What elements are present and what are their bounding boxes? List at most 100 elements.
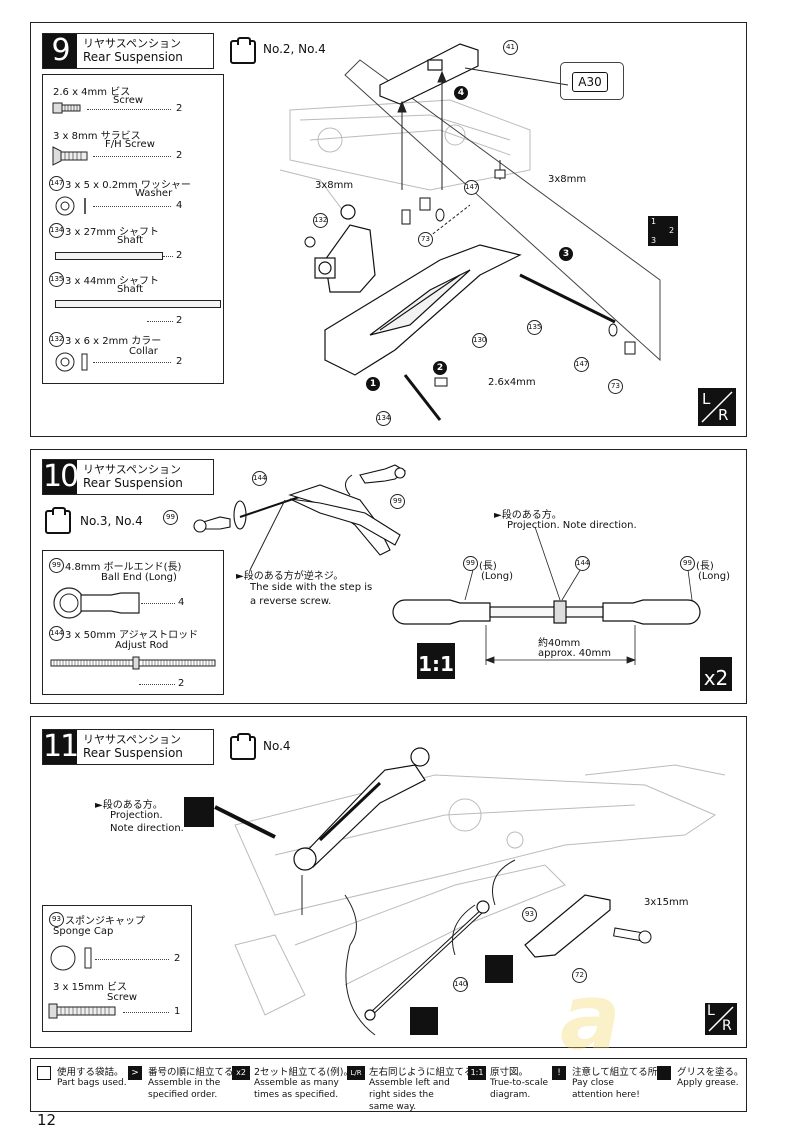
bag-label: No.4 bbox=[263, 739, 291, 753]
screw-label: 3x15mm bbox=[644, 897, 689, 908]
long-label-jp: (長) bbox=[696, 561, 714, 572]
part-id-badge: 99 bbox=[49, 558, 64, 573]
legend-jp: 番号の順に組立てる。 bbox=[148, 1067, 244, 1078]
scale-badge: 1:1 bbox=[418, 652, 454, 676]
legend-en: True-to-scale diagram. bbox=[490, 1078, 549, 1100]
lr-icon: L/R bbox=[347, 1066, 365, 1080]
part-name-en: Shaft bbox=[117, 284, 144, 295]
callout-132: 132 bbox=[313, 213, 328, 228]
part-qty: 2 bbox=[176, 103, 183, 114]
part-name-jp: 3 x 44mm シャフト bbox=[65, 276, 160, 287]
long-label-en: (Long) bbox=[481, 571, 514, 582]
leader-dots bbox=[93, 206, 171, 207]
step-number: 10 bbox=[43, 459, 79, 494]
lr-icon-r: R bbox=[718, 406, 729, 424]
dimension-en: approx. 40mm bbox=[538, 648, 612, 659]
part-name-jp: 4.8mm ボールエンド(長) bbox=[65, 562, 182, 573]
legend-jp: グリスを塗る。 bbox=[677, 1067, 744, 1078]
parts-list: 2.6 x 4mm ビス Screw 2 3 x 8mm サラビス F/H Sc… bbox=[42, 74, 224, 384]
part-name-jp: 3 x 15mm ビス bbox=[53, 982, 128, 993]
step-order-3: 3 bbox=[559, 247, 573, 261]
part-name-en: Sponge Cap bbox=[53, 926, 114, 937]
part-qty: 2 bbox=[176, 315, 183, 326]
callout-147: 147 bbox=[574, 357, 589, 372]
callout-99: 99 bbox=[463, 556, 478, 571]
legend-en: Assemble left and right sides the same w… bbox=[369, 1078, 450, 1112]
legend-en: Apply grease. bbox=[677, 1078, 739, 1088]
hand-icon: ! bbox=[552, 1066, 566, 1080]
screw-label: 3x8mm bbox=[548, 174, 587, 185]
legend-item-scale: 1:1 原寸図。 True-to-scale diagram. bbox=[468, 1064, 558, 1104]
callout-73: 73 bbox=[418, 232, 433, 247]
dimension-jp: 約40mm bbox=[538, 638, 581, 649]
parts-list: 93 スポンジキャップ Sponge Cap 2 3 x 15mm ビス Scr… bbox=[42, 905, 192, 1032]
legend-en: Assemble as many times as specified. bbox=[254, 1078, 339, 1100]
bag-label: No.2, No.4 bbox=[263, 42, 326, 56]
step-title-en: Rear Suspension bbox=[83, 476, 183, 490]
part-qty: 2 bbox=[178, 678, 185, 689]
part-name-jp: 3 x 6 x 2mm カラー bbox=[65, 336, 162, 347]
arrow-icon: > bbox=[128, 1066, 142, 1080]
bag-label: No.3, No.4 bbox=[80, 514, 143, 528]
projection-note-en2: Note direction. bbox=[110, 823, 184, 834]
leader-dots bbox=[147, 321, 173, 322]
bag-icon bbox=[230, 37, 256, 64]
lr-icon bbox=[705, 1003, 737, 1035]
legend-en: Assemble in the specified order. bbox=[148, 1078, 221, 1100]
x2-badge: x2 bbox=[703, 666, 729, 690]
legend-jp: 注意して組立てる所。 bbox=[572, 1067, 667, 1078]
part-id-badge: 135 bbox=[49, 272, 64, 287]
step-10-header: 10 リヤサスペンション Rear Suspension bbox=[42, 459, 214, 495]
projection-note-jp: ►段のある方。 bbox=[95, 800, 163, 811]
watermark-logo: a bbox=[560, 965, 621, 1070]
flathead-screw-icon bbox=[52, 146, 88, 166]
part-id-badge: 147 bbox=[49, 176, 64, 191]
part-name-jp: 3 x 50mm アジャストロッド bbox=[65, 630, 199, 641]
part-id-badge: 132 bbox=[49, 332, 64, 347]
step-title-jp: リヤサスペンション bbox=[83, 463, 182, 476]
leader-dots bbox=[93, 156, 171, 157]
leader-dots bbox=[95, 959, 169, 960]
order-icon-1: 1 bbox=[651, 217, 657, 226]
scale-icon: 1:1 bbox=[468, 1066, 486, 1080]
leader-dots bbox=[123, 1012, 169, 1013]
part-name-en: Screw bbox=[113, 95, 144, 106]
callout-99: 99 bbox=[390, 494, 405, 509]
part-qty: 1 bbox=[174, 1006, 181, 1017]
legend-item-x2: x2 2セット組立てる(例)。 Assemble as many times a… bbox=[232, 1064, 353, 1104]
sponge-cap-icon bbox=[50, 945, 92, 971]
scale-badge-bg bbox=[417, 643, 455, 679]
part-qty: 2 bbox=[176, 250, 183, 261]
lr-icon-r: R bbox=[722, 1018, 732, 1034]
step-number: 11 bbox=[43, 729, 79, 764]
order-icon-2: 2 bbox=[669, 226, 675, 235]
callout-72: 72 bbox=[572, 968, 587, 983]
adjust-rod-icon bbox=[50, 656, 216, 670]
page-number: 12 bbox=[37, 1111, 57, 1129]
legend-item-lr: L/R 左右同じように組立てる。 Assemble left and right… bbox=[347, 1064, 483, 1112]
lr-icon-l: L bbox=[702, 390, 711, 408]
long-label-jp: (長) bbox=[479, 561, 497, 572]
part-qty: 4 bbox=[178, 597, 185, 608]
projection-note-jp-text: 段のある方。 bbox=[102, 800, 163, 811]
part-id-badge: 144 bbox=[49, 626, 64, 641]
long-label-en: (Long) bbox=[698, 571, 731, 582]
projection-note-jp: ►段のある方。 bbox=[494, 510, 562, 521]
step-title-en: Rear Suspension bbox=[83, 50, 183, 64]
part-name-jp: スポンジキャップ bbox=[65, 916, 145, 927]
callout-135: 135 bbox=[527, 320, 542, 335]
callout-144: 144 bbox=[252, 471, 267, 486]
legend-jp: 2セット組立てる(例)。 bbox=[254, 1067, 353, 1078]
bag-icon bbox=[37, 1066, 51, 1080]
legend-jp: 使用する袋詰。 bbox=[57, 1067, 124, 1078]
order-icon-3: 3 bbox=[651, 236, 657, 245]
callout-99: 99 bbox=[163, 510, 178, 525]
step-11-header: 11 リヤサスペンション Rear Suspension bbox=[42, 729, 214, 765]
screw-label: 3x8mm bbox=[315, 180, 354, 191]
lr-icon-l: L bbox=[707, 1003, 715, 1019]
bag-icon bbox=[45, 507, 71, 534]
part-id-badge: 93 bbox=[49, 912, 64, 927]
leader-dots bbox=[141, 603, 175, 604]
screw-icon bbox=[52, 102, 81, 114]
shaft-icon bbox=[55, 300, 221, 308]
